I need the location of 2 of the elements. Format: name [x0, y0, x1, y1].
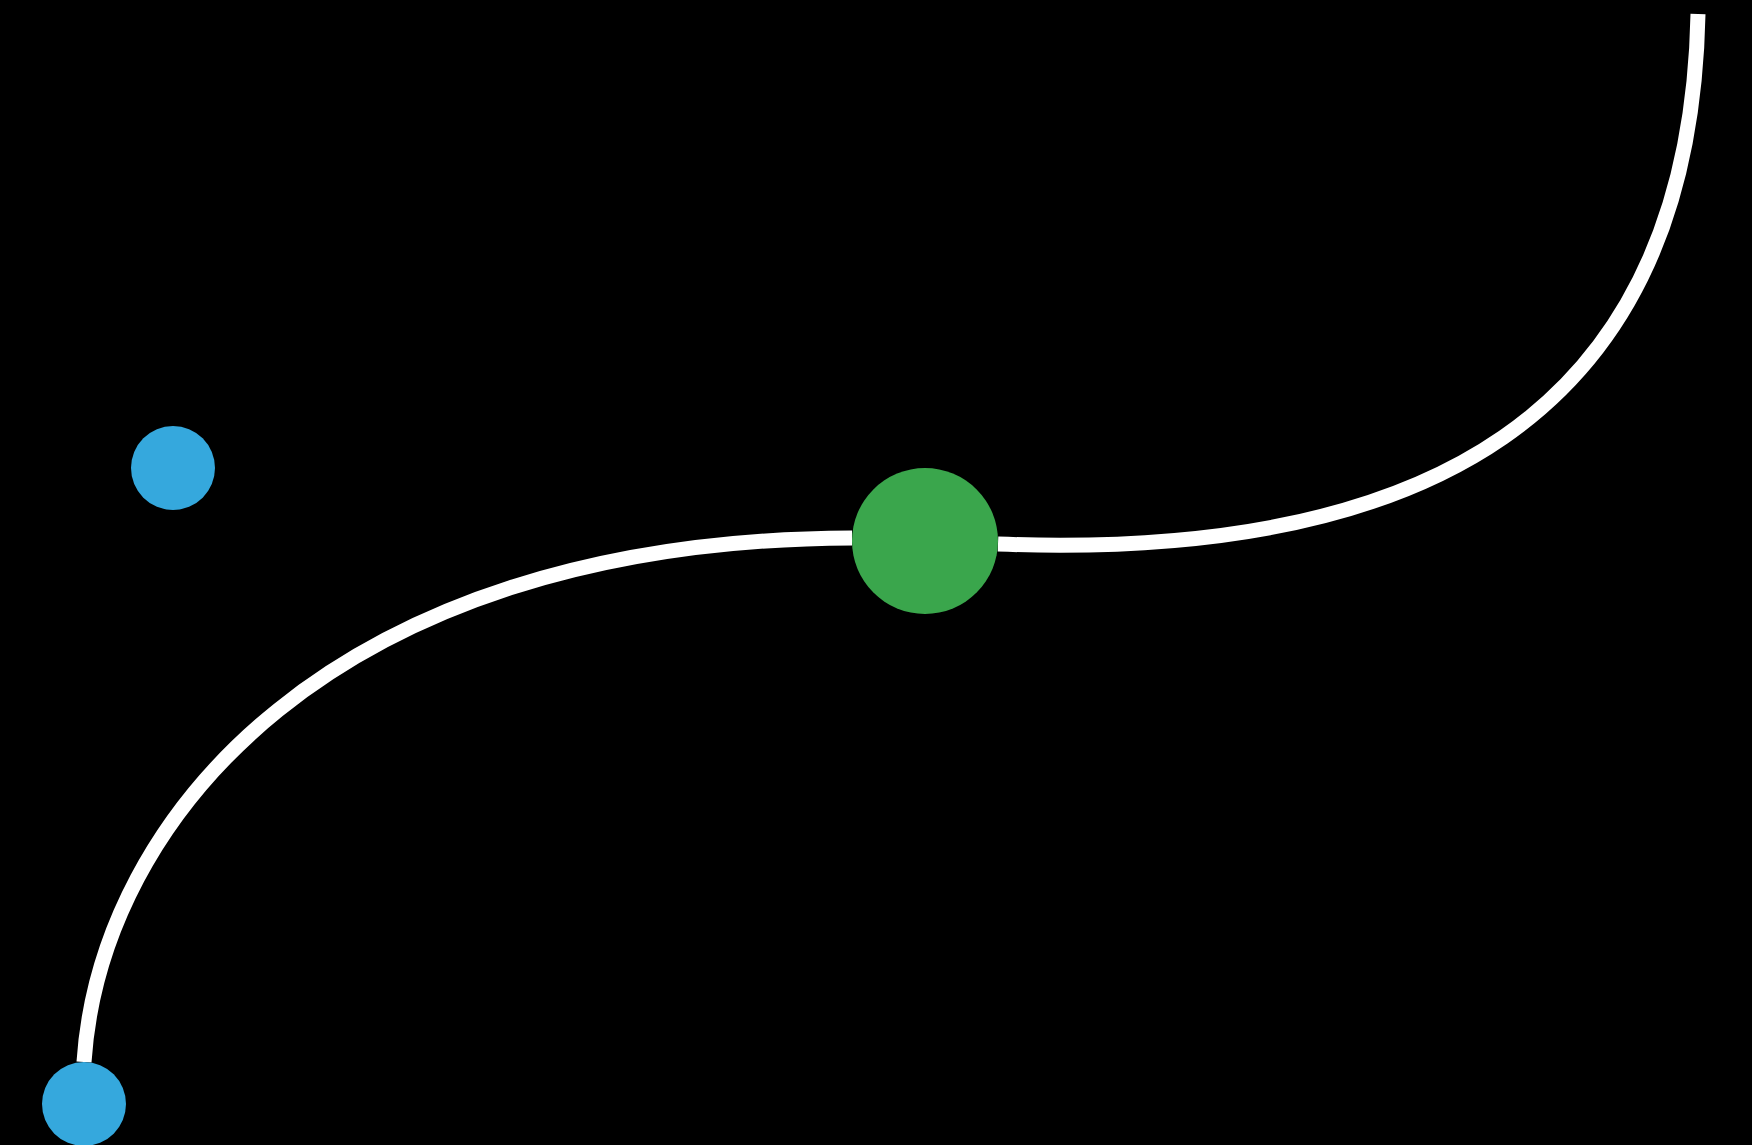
curve-line [997, 13, 1706, 553]
curve-line [76, 530, 853, 1064]
